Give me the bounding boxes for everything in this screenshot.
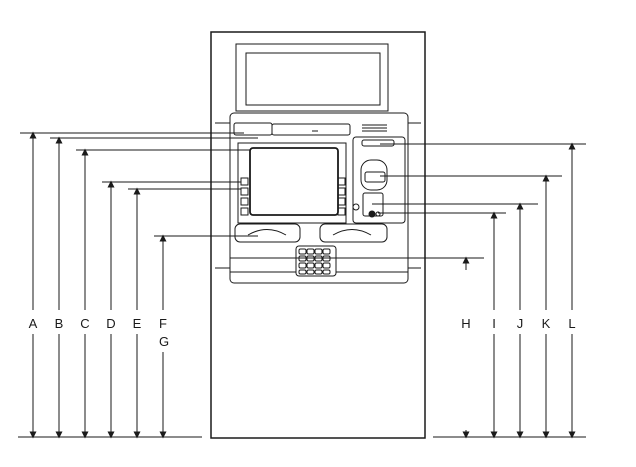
card-reader-housing (360, 159, 388, 191)
dimension-arrows (29, 131, 576, 439)
dimension-label-a: A (29, 316, 38, 331)
dimension-label-j: J (517, 316, 524, 331)
dimension-label-g: G (159, 334, 169, 349)
dimension-labels: A B C D E F G H I J K L (29, 316, 576, 349)
display-screen (249, 147, 339, 216)
screen-left-keys (240, 177, 249, 216)
dimension-label-l: L (568, 316, 575, 331)
dimension-label-c: C (80, 316, 89, 331)
pin-pad (295, 245, 337, 277)
atm-cabinet (210, 31, 426, 439)
fascia-frame (229, 112, 409, 284)
right-module (352, 136, 406, 224)
topper-panel (245, 52, 381, 106)
screen-bezel (237, 142, 347, 224)
speaker-grille (362, 124, 387, 132)
screen-right-keys (337, 177, 346, 216)
lower-right-tray (319, 223, 388, 243)
indicator-light (352, 203, 360, 211)
dimension-label-d: D (106, 316, 115, 331)
dimension-label-e: E (133, 316, 142, 331)
cash-slot (271, 123, 351, 136)
dimension-label-f: F (159, 316, 167, 331)
topper-frame (235, 43, 389, 112)
dimension-label-h: H (461, 316, 470, 331)
lower-left-tray (234, 223, 301, 243)
cabinet-body (210, 31, 426, 439)
pin-pad-keys (298, 248, 331, 275)
dimension-label-b: B (55, 316, 64, 331)
extension-lines (20, 132, 586, 259)
dimension-label-k: K (542, 316, 551, 331)
dimension-label-i: I (492, 316, 496, 331)
card-reader-slot (361, 139, 395, 147)
